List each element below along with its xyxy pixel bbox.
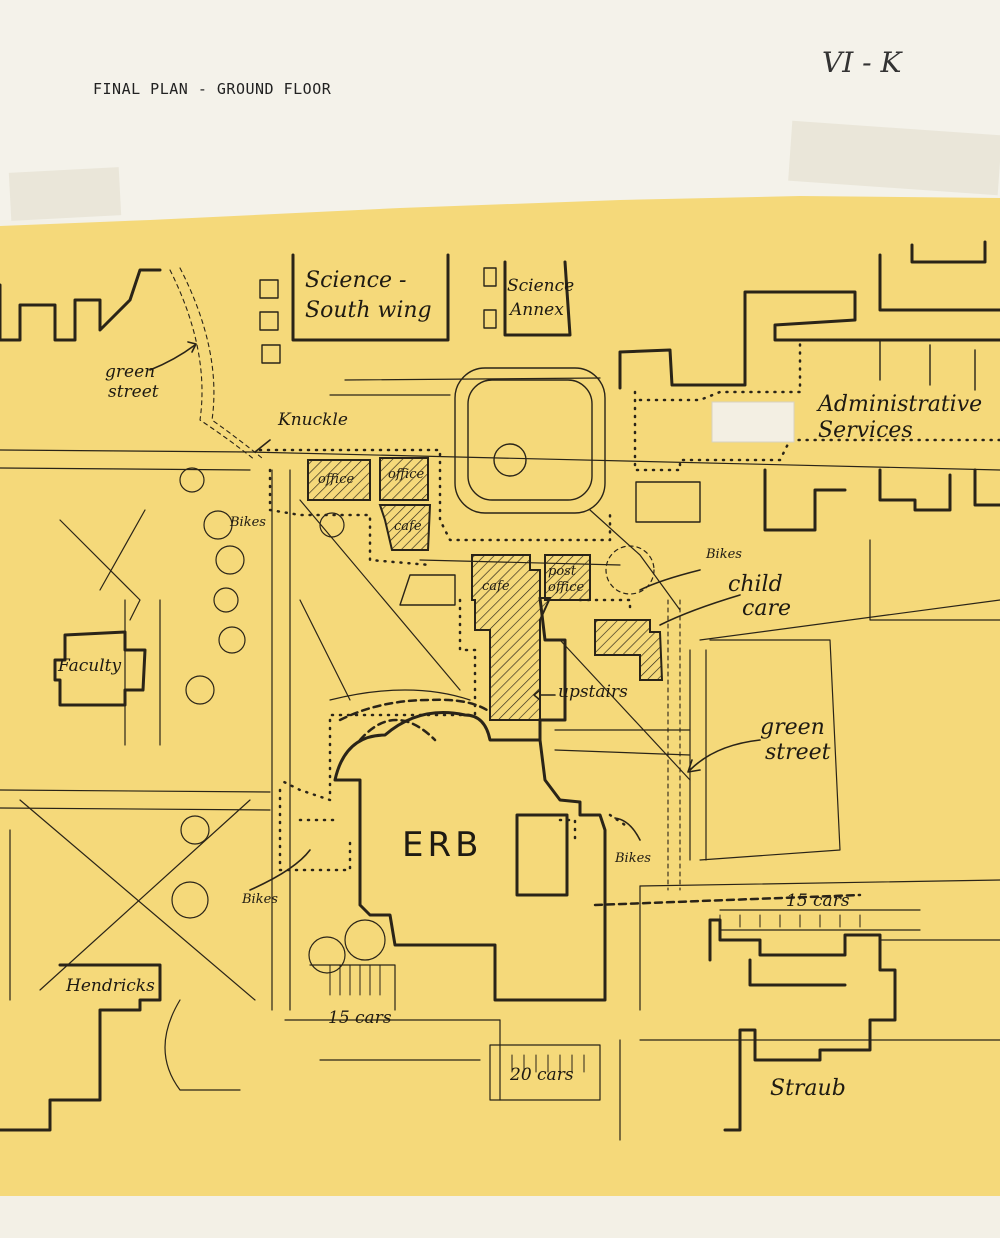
label-cafe-1: cafe	[394, 519, 422, 534]
label-green-street-right-1: green	[760, 715, 825, 740]
label-admin-1: Administrative	[818, 392, 983, 417]
label-15-cars-right: 15 cars	[786, 891, 850, 911]
hatched-spaces	[307, 457, 664, 721]
parking-stalls	[329, 914, 861, 1073]
label-15-cars-left: 15 cars	[328, 1008, 392, 1028]
label-faculty: Faculty	[58, 656, 122, 676]
label-child-care-1: child	[728, 572, 783, 597]
label-science-south-1: Science -	[305, 268, 407, 293]
label-green-street-left-2: street	[108, 382, 159, 402]
green-street-lanes	[169, 267, 681, 891]
label-bikes-a: Bikes	[230, 515, 266, 530]
page-title: FINAL PLAN - GROUND FLOOR	[93, 80, 332, 98]
label-office-1: office	[318, 472, 355, 487]
label-science-annex-1: Science	[507, 276, 575, 296]
label-child-care-2: care	[742, 596, 791, 621]
label-post-office-1: post	[548, 564, 577, 579]
building-outlines-thin	[259, 267, 976, 606]
label-erb: ERB	[402, 825, 483, 865]
building-outlines-heavy	[0, 240, 1000, 1132]
label-bikes-c: Bikes	[615, 851, 651, 866]
label-hendricks: Hendricks	[66, 976, 155, 996]
correction-patch	[711, 401, 795, 443]
label-20-cars: 20 cars	[510, 1065, 574, 1085]
label-admin-2: Services	[818, 418, 913, 443]
leader-arrows	[149, 341, 761, 891]
paper-bottom	[0, 1196, 1000, 1238]
label-green-street-right-2: street	[765, 740, 831, 765]
label-green-street-left-1: green	[105, 362, 156, 382]
label-cafe-2: cafe	[482, 579, 510, 594]
label-upstairs: upstairs	[558, 682, 628, 702]
label-knuckle: Knuckle	[278, 410, 348, 430]
site-paths	[0, 377, 1000, 1141]
dashed-building-edges	[338, 698, 862, 907]
label-straub: Straub	[770, 1076, 846, 1101]
label-science-south-2: South wing	[305, 298, 432, 323]
label-post-office-2: office	[548, 580, 585, 595]
trees	[171, 467, 655, 974]
label-science-annex-2: Annex	[510, 300, 564, 320]
sheet-code: VI - K	[822, 46, 902, 79]
label-bikes-b: Bikes	[706, 547, 742, 562]
label-bikes-d: Bikes	[242, 892, 278, 907]
label-office-2: office	[388, 467, 425, 482]
